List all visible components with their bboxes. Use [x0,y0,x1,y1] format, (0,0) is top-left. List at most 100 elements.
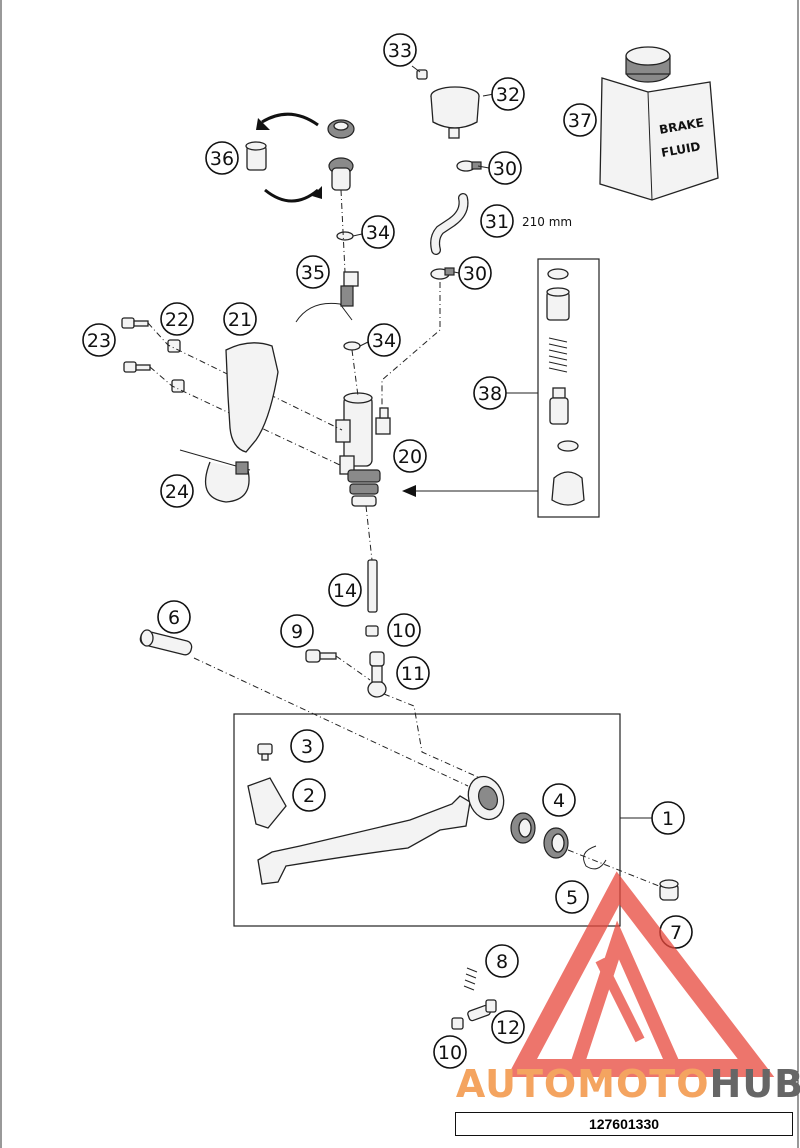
watermark-text-moto: MOTO [577,1062,709,1106]
callout-circle [296,255,330,289]
callout-number: 34 [366,222,390,244]
callout-circle [361,215,395,249]
callout-circle [160,302,194,336]
repair-kit-parts-38 [546,268,585,506]
callout-c33: 33 [383,33,417,67]
callout-circle [488,151,522,185]
callout-circle [651,801,685,835]
callout-c23: 23 [82,323,116,357]
washer-part-34-upper [336,231,354,241]
callout-c32: 32 [491,77,525,111]
spring-part-8 [463,967,478,991]
callout-c4: 4 [542,783,576,817]
callout-circle [328,573,362,607]
callout-circle [480,204,514,238]
brake-fluid-bottle-37: BRAKE FLUID [599,46,719,201]
callout-circle [563,103,597,137]
callout-circle [555,880,589,914]
pivot-pin-part-6 [139,629,193,656]
callout-circle [223,302,257,336]
callout-c1: 1 [651,801,685,835]
bolt-part-23-upper [121,317,149,329]
callout-circle [82,323,116,357]
callout-circle [383,33,417,67]
bushing-part-7 [659,879,679,901]
brake-pedal-lever-part-1 [257,795,471,885]
bolt-part-9 [305,649,337,663]
callout-number: 2 [303,785,315,807]
callout-c3: 3 [290,729,324,763]
callout-circle [473,376,507,410]
callout-c34a: 34 [361,215,395,249]
callout-c34b: 34 [367,323,401,357]
callout-number: 38 [478,383,502,405]
callout-number: 34 [372,330,396,352]
callout-circle [485,944,519,978]
callout-c10a: 10 [387,613,421,647]
callout-number: 23 [87,330,111,352]
nut-part-22-lower [171,379,185,393]
callout-circle [290,729,324,763]
reference-number: 127601330 [588,1116,660,1132]
callout-number: 32 [496,84,520,106]
callout-number: 3 [301,736,313,758]
connector-part [328,157,354,191]
washer-part-34-lower [343,341,361,351]
clevis-part-11 [367,651,387,698]
callout-circle [160,474,194,508]
callout-number: 33 [388,40,412,62]
callout-number: 14 [333,580,357,602]
callout-circle [542,783,576,817]
callout-c24: 24 [160,474,194,508]
callout-number: 6 [168,607,180,629]
callout-c35: 35 [296,255,330,289]
swap-arrow-bottom [264,188,319,203]
kit-38-box [537,258,600,518]
screw-part-33 [416,69,428,80]
callout-number: 10 [392,620,416,642]
callout-number: 30 [493,158,517,180]
watermark-text-auto: AUTO [456,1062,577,1106]
guard-part-21 [225,342,279,453]
reservoir-part-32 [430,86,480,139]
callout-circle [280,614,314,648]
nut-part-10-upper [365,625,379,637]
pedal-assembly-box [233,713,621,927]
callout-circle [393,439,427,473]
callout-c11: 11 [396,656,430,690]
callout-number: 36 [210,148,234,170]
callout-circle [491,77,525,111]
push-rod-part-14 [367,559,378,613]
callout-number: 37 [568,110,592,132]
callout-c6: 6 [157,600,191,634]
cable-tie-part-24 [179,449,251,503]
callout-c9: 9 [280,614,314,648]
callout-c2: 2 [292,778,326,812]
callout-number: 8 [496,951,508,973]
callout-c8: 8 [485,944,519,978]
step-plate-part-2 [247,777,287,829]
hose-clamp-part-30-lower [430,267,455,280]
callout-c31: 31 [480,204,514,238]
callout-c30b: 30 [458,256,492,290]
callout-number: 30 [463,263,487,285]
callout-c30a: 30 [488,151,522,185]
callout-circle [205,141,239,175]
fitting-part-35 [295,271,359,323]
callout-number: 7 [670,922,682,944]
bolt-part-23-lower [123,361,151,373]
callout-c14: 14 [328,573,362,607]
callout-circle [396,656,430,690]
callout-number: 22 [165,309,189,331]
callout-number: 9 [291,621,303,643]
nut-part-10-lower [451,1017,464,1030]
hose-clamp-part-30-upper [456,160,482,172]
callout-number: 11 [401,663,425,685]
callout-number: 20 [398,446,422,468]
callout-circle [491,1010,525,1044]
circlip-part-5 [583,845,607,870]
callout-circle [292,778,326,812]
callout-c22: 22 [160,302,194,336]
